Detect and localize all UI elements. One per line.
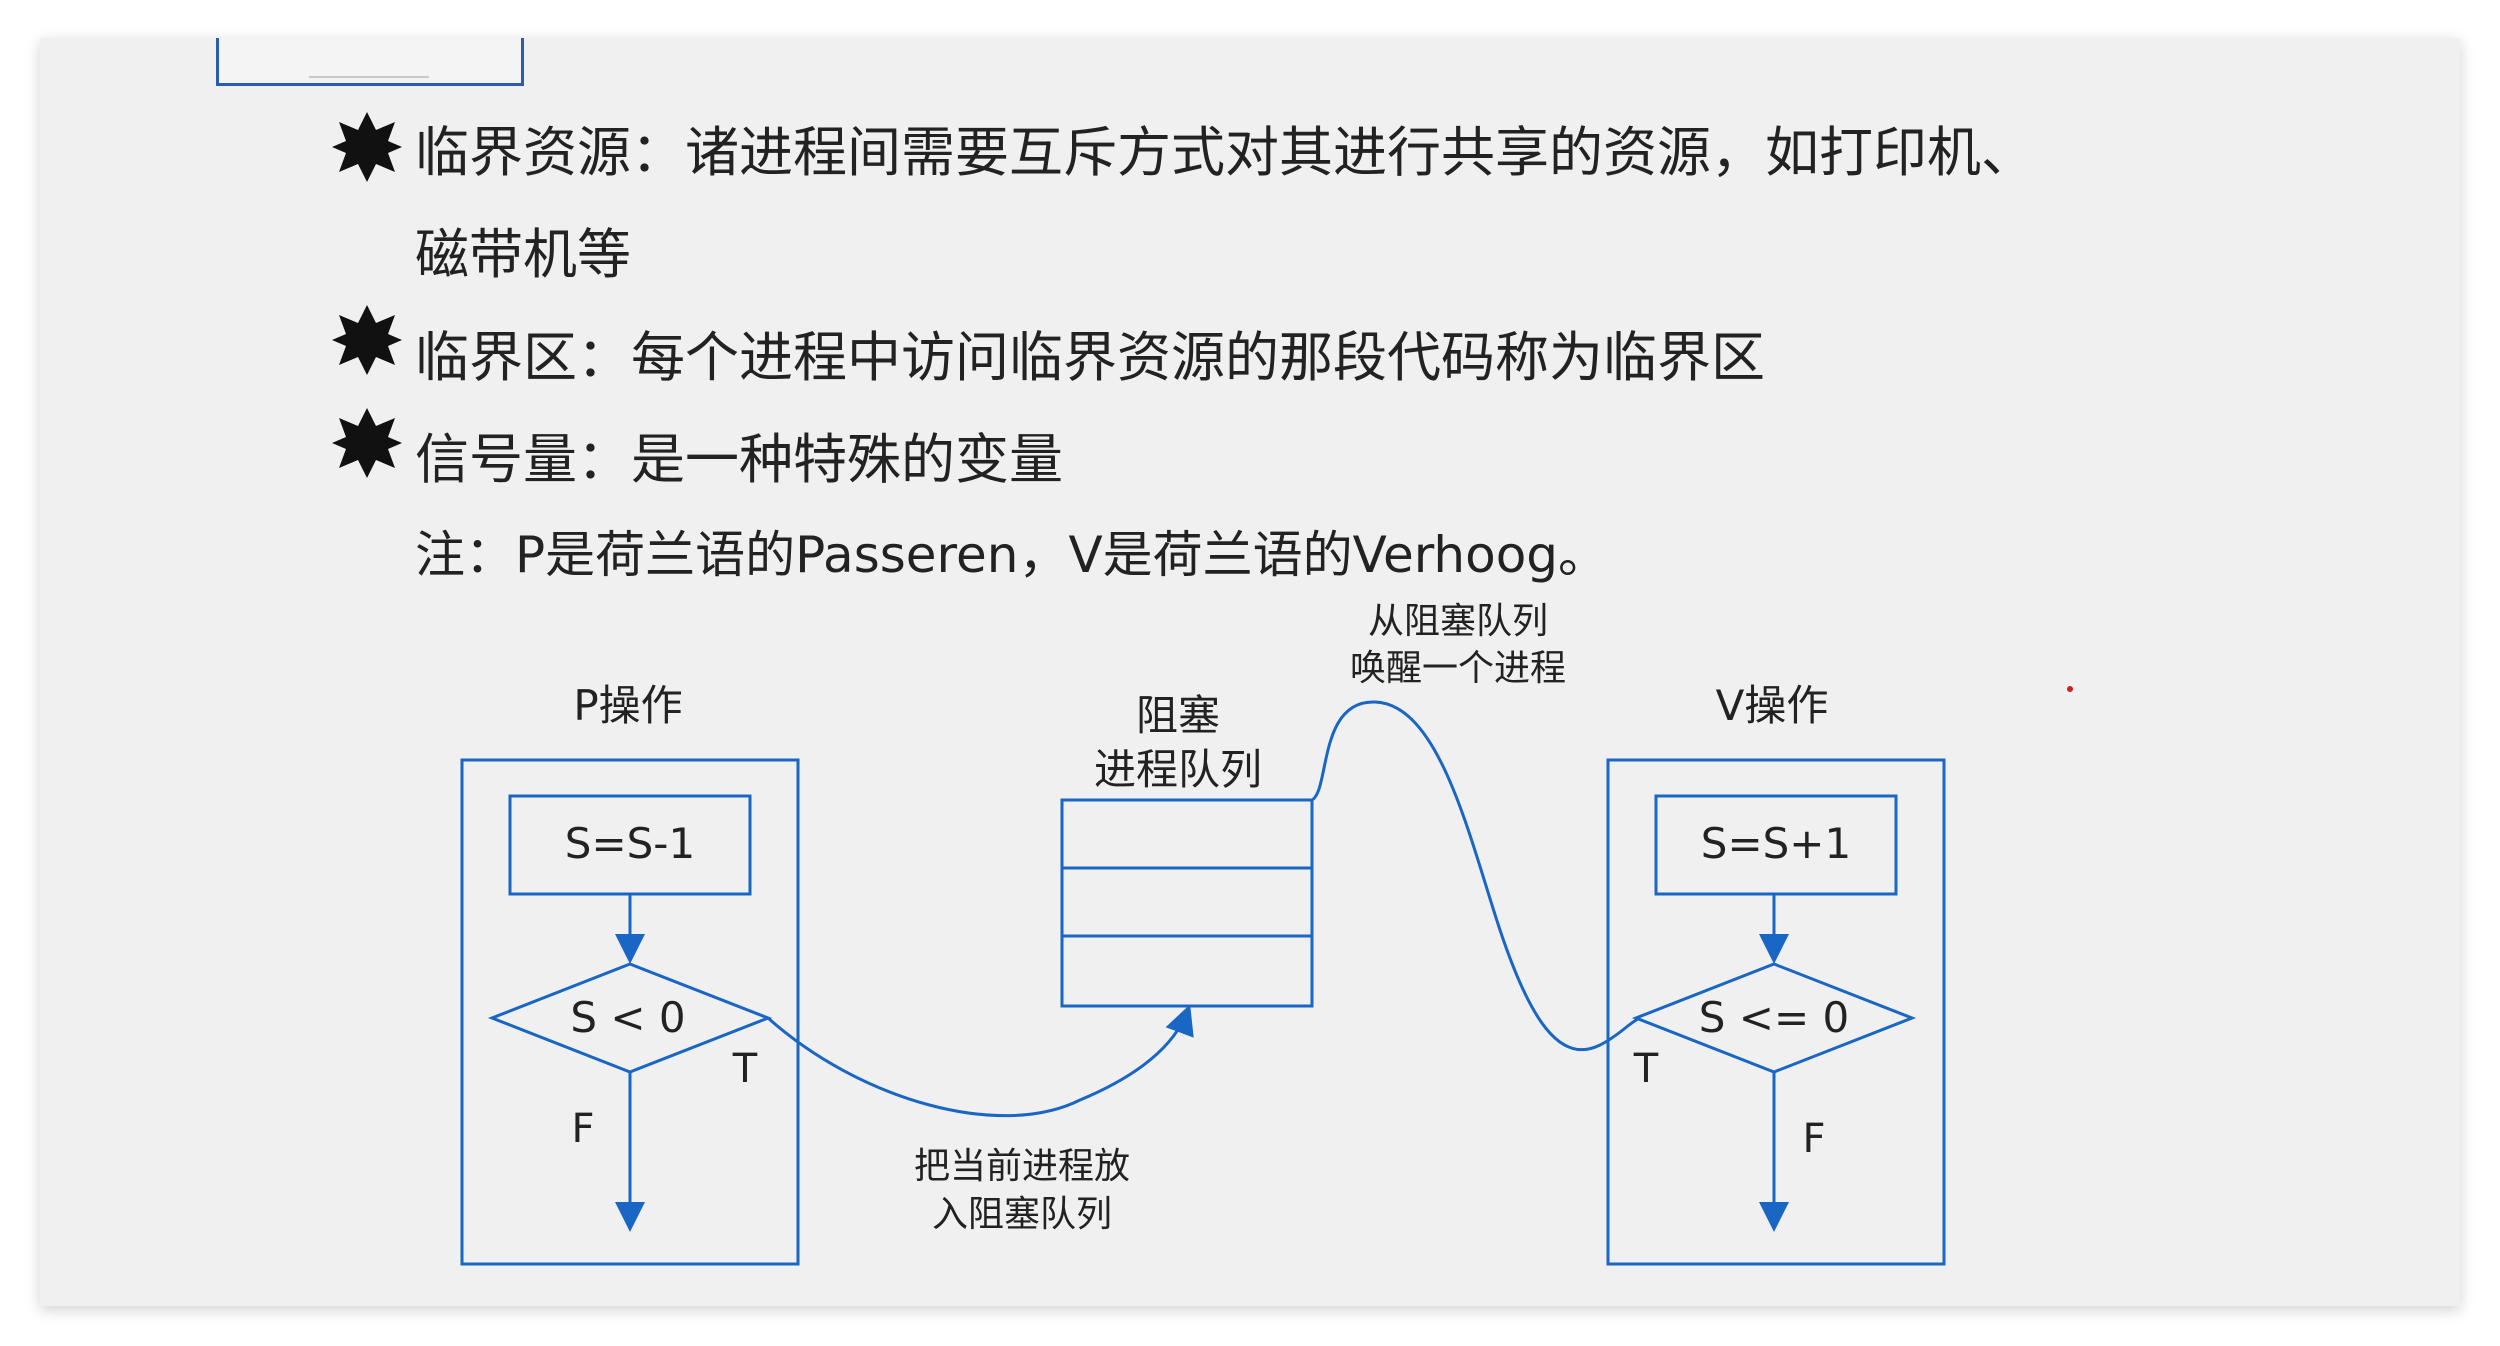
v-operation-title: V操作: [1716, 681, 1829, 730]
star-bullet-icon: [332, 305, 402, 375]
star-bullet-icon: [332, 408, 402, 478]
blocked-queue-box: [1060, 798, 1314, 1008]
bullet-critical-section: 临界区：每个进程中访问临界资源的那段代码称为临界区: [415, 326, 1765, 389]
top-tab-outline: [216, 38, 524, 86]
enqueue-label-line2: 入阻塞队列: [932, 1194, 1112, 1235]
v-step-text: S=S+1: [1701, 819, 1851, 868]
v-step-box: [1654, 794, 1898, 896]
pointer-dot: [2067, 686, 2073, 692]
star-bullet-icon: [332, 112, 402, 182]
p-true-label: T: [732, 1046, 758, 1092]
wakeup-label-line2: 唤醒一个进程: [1350, 648, 1566, 689]
v-operation-box: [1606, 758, 1946, 1266]
queue-title-line1: 阻塞: [1136, 691, 1220, 740]
queue-title-line2: 进程队列: [1094, 745, 1262, 794]
p-false-label: F: [571, 1106, 594, 1152]
enqueue-label-line1: 把当前进程放: [914, 1146, 1130, 1187]
bullet-list: 临界资源：诸进程间需要互斥方式对其进行共享的资源，如打印机、 磁带机等 临界区：…: [0, 0, 2500, 620]
p-operation-box: [460, 758, 800, 1266]
wakeup-label-line1: 从阻塞队列: [1368, 601, 1548, 642]
v-true-label: T: [1633, 1046, 1659, 1092]
bullet-critical-resource-cont: 磁带机等: [415, 223, 631, 286]
slide: [40, 38, 2460, 1306]
p-operation-title: P操作: [573, 681, 682, 730]
bullet-semaphore: 信号量：是一种特殊的变量: [415, 428, 1063, 491]
v-false-label: F: [1802, 1116, 1825, 1162]
bullet-critical-resource: 临界资源：诸进程间需要互斥方式对其进行共享的资源，如打印机、: [415, 121, 2035, 184]
v-condition-text: S <= 0: [1699, 993, 1849, 1042]
p-step-text: S=S-1: [565, 819, 695, 868]
wakeup-curve: [1310, 700, 1641, 1052]
enqueue-arrow: [767, 1004, 1194, 1118]
p-condition-text: S < 0: [570, 993, 685, 1042]
note-text: 注：P是荷兰语的Passeren，V是荷兰语的Verhoog。: [415, 526, 1609, 584]
